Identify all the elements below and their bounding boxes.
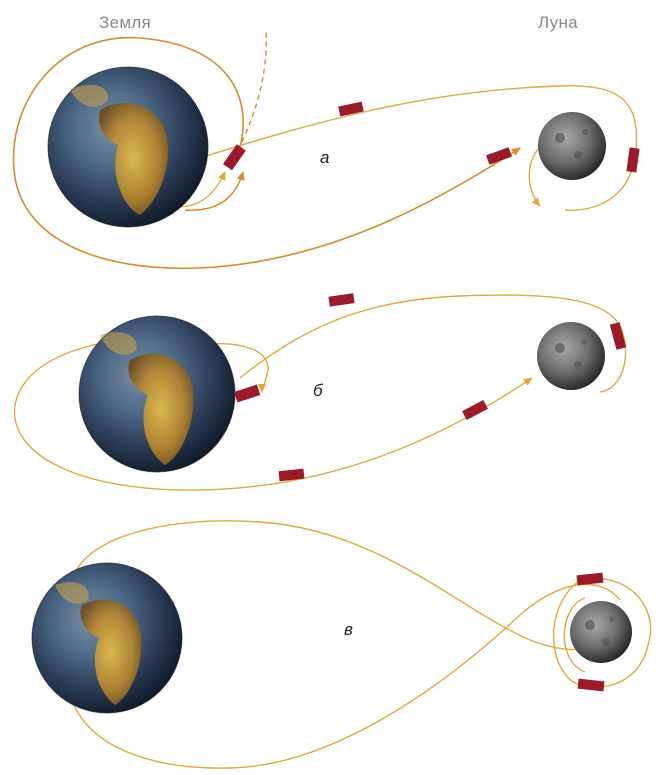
trajectory-a-arrow-2 (184, 171, 245, 211)
moon-label: Луна (538, 13, 578, 32)
scenario-a (12, 31, 640, 270)
engine-burn-a-4 (223, 144, 246, 171)
trajectory-c-upper (71, 520, 621, 651)
earth-label: Земля (99, 13, 152, 32)
earth-c (31, 562, 183, 714)
engine-burn-b-3 (234, 384, 261, 403)
engine-burn-a-2 (486, 147, 512, 165)
moon-b (537, 322, 605, 390)
trajectory-b-outer (239, 294, 627, 393)
engine-burn-a-3 (626, 147, 640, 173)
earth-a (47, 66, 209, 228)
trajectory-a-dashed (237, 31, 267, 151)
engine-burn-a-1 (338, 101, 364, 117)
engine-burn-b-5 (278, 468, 305, 482)
moon-c (570, 601, 632, 663)
scenario-a-label: а (320, 148, 330, 167)
trajectory-b-small-loop (199, 343, 269, 393)
engine-burn-b-4 (462, 399, 488, 421)
scenario-c (31, 520, 652, 769)
engine-burn-c-2 (577, 678, 605, 692)
scenario-b-label: б (313, 381, 323, 400)
engine-burn-b-1 (328, 293, 355, 307)
trajectory-c-moon-loop-1 (552, 577, 652, 688)
engine-burn-c-1 (576, 572, 604, 586)
trajectory-a-earth-loop (12, 36, 521, 270)
trajectory-b-bottom (13, 336, 533, 491)
scenario-b (13, 293, 627, 491)
scenario-c-label: в (344, 620, 353, 639)
earth-b (78, 315, 236, 473)
engine-burn-b-2 (609, 322, 627, 350)
moon-a (538, 112, 606, 180)
trajectory-c-moon-loop-2 (563, 597, 586, 673)
trajectory-a-transfer (199, 85, 638, 211)
trajectory-c-lower (69, 583, 621, 769)
